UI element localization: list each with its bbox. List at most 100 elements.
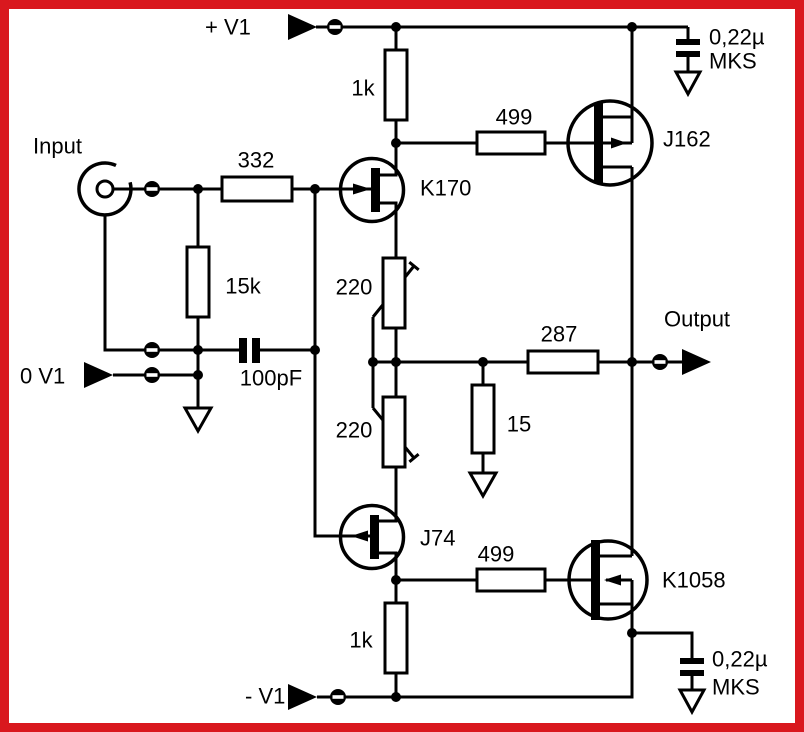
label-c-bottom-value: 0,22µ [712, 647, 768, 672]
output-arrow-icon [682, 349, 711, 375]
junction-dot [627, 357, 637, 367]
label-r-1k-top: 1k [351, 76, 375, 101]
junction-dot [310, 184, 320, 194]
plus-v1-arrow-icon [288, 14, 317, 40]
labels: + V1 Input 0 V1 - V1 Output 1k 499 332 15k 100pF 2… [20, 15, 768, 709]
bnc-outer-ring [77, 161, 133, 217]
k170-gate-arrow-icon [353, 183, 371, 195]
label-r-499-top: 499 [496, 105, 533, 130]
input-connector [77, 161, 133, 217]
junction-dot [478, 357, 488, 367]
resistor-15 [470, 383, 496, 455]
j74-body-circle [338, 503, 406, 571]
trimmer-220-top [381, 256, 407, 330]
label-supply-zero: 0 V1 [20, 364, 65, 389]
j74-gate-arrow-icon [351, 530, 368, 542]
label-q-j162: J162 [663, 127, 711, 152]
junction-dot [368, 357, 378, 367]
junction-dots [193, 22, 637, 702]
junction-dot [391, 575, 401, 585]
label-input-port: Input [33, 134, 82, 159]
junction-dot [193, 345, 203, 355]
terminal-ring-slot [332, 695, 344, 699]
resistor-1k-top [383, 48, 409, 122]
j162-channel-bar [594, 103, 603, 183]
wire-k170-drive [380, 141, 594, 258]
k1058-body-arrow-icon [604, 574, 621, 586]
label-r-15k: 15k [225, 274, 261, 299]
bnc-center-pin [95, 179, 115, 199]
junction-dot [391, 138, 401, 148]
j74-channel-bar [370, 515, 379, 559]
trimmer-220-bottom [381, 395, 407, 469]
resistor-287 [526, 349, 600, 375]
label-r-499-bottom: 499 [478, 542, 515, 567]
resistors [185, 48, 600, 675]
label-q-k170: K170 [420, 176, 471, 201]
ground-icon-bottom-cap [677, 688, 707, 716]
k1058-channel-bar [591, 540, 600, 620]
label-r-1k-bottom: 1k [349, 628, 373, 653]
minus-v1-arrow-icon [288, 684, 317, 710]
label-r-287: 287 [541, 322, 578, 347]
resistor-332 [220, 175, 294, 203]
ground-symbols [182, 70, 707, 716]
label-trim-220-bottom: 220 [336, 418, 373, 443]
resistor-1k-bottom [383, 601, 409, 675]
label-q-k1058: K1058 [662, 568, 726, 593]
terminal-rings [144, 19, 668, 705]
junction-dot [391, 22, 401, 32]
resistor-499-bottom [475, 567, 547, 593]
label-c-top-value: 0,22µ [709, 25, 765, 50]
k170-channel-bar [371, 168, 380, 212]
junction-dot [627, 22, 637, 32]
ground-icon-15r [467, 471, 499, 500]
label-c-100pf: 100pF [240, 366, 302, 391]
label-c-bottom-type: MKS [712, 675, 760, 700]
junction-dot [310, 345, 320, 355]
wire-input-drop [313, 189, 371, 538]
wire-j74-leads [379, 467, 477, 697]
label-supply-pos: + V1 [205, 15, 251, 40]
resistor-499-top [475, 130, 547, 156]
cap-bottom-plate1 [680, 658, 704, 664]
cap-top-plate2 [676, 51, 700, 57]
junction-dot [391, 692, 401, 702]
wire-k1058-leads [317, 554, 634, 699]
terminal-ring-slot [329, 25, 341, 29]
j162-body-circle [566, 99, 654, 187]
label-trim-220-top: 220 [336, 275, 373, 300]
j162-body-arrow-icon [611, 137, 627, 149]
label-r-332: 332 [238, 148, 275, 173]
wire-input-line [103, 187, 372, 408]
label-c-top-type: MKS [709, 49, 757, 74]
wire-output-rail [373, 360, 683, 473]
transistor-k170 [338, 156, 406, 224]
capacitors [239, 39, 704, 676]
junction-dot [193, 184, 203, 194]
transistor-k1058 [567, 539, 649, 621]
cap-bottom-plate2 [680, 670, 704, 676]
wire-bottom-cap [632, 631, 694, 690]
k1058-body-circle [567, 539, 649, 621]
cap-100pf-plate-right [252, 338, 260, 363]
resistor-15k [185, 245, 211, 319]
junction-dot [193, 370, 203, 380]
zero-v1-arrow-icon [84, 362, 113, 388]
terminal-ring-slot [146, 187, 158, 191]
label-r-15: 15 [507, 412, 531, 437]
terminal-ring-slot [146, 348, 158, 352]
label-supply-neg: - V1 [245, 684, 285, 709]
terminal-ring-slot [654, 360, 666, 364]
ground-icon-top-cap [673, 70, 703, 98]
k170-body-circle [338, 156, 406, 224]
ground-icon-0v [182, 406, 214, 435]
cap-100pf-plate-left [239, 338, 247, 363]
junction-dot [391, 357, 401, 367]
label-q-j74: J74 [420, 526, 455, 551]
label-output-port: Output [664, 307, 730, 332]
transistor-j74 [338, 503, 406, 571]
